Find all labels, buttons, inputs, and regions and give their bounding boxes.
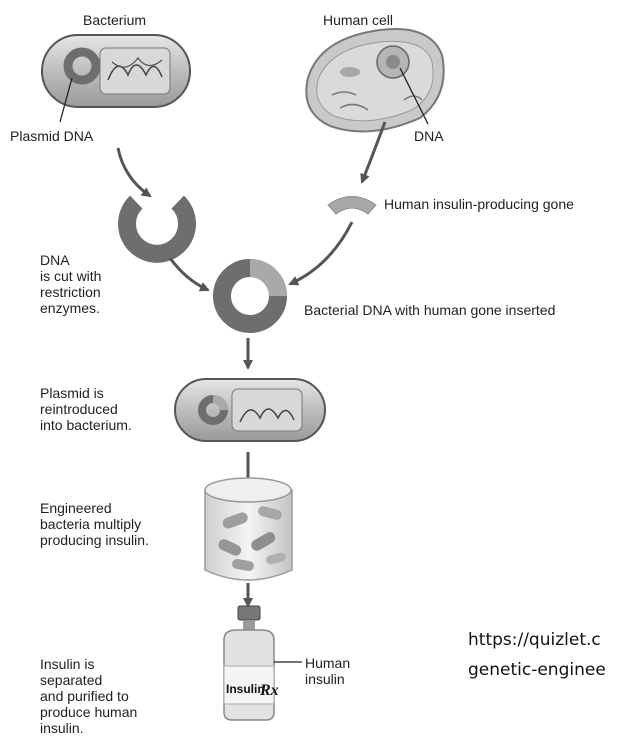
source-url-line-1: https://quizlet.c [468,630,601,650]
source-url-line-2: genetic-enginee [468,660,606,680]
insulin-gene-label: Human insulin-producing gone [384,196,574,212]
human-cell-illustration [306,29,443,131]
insulin-vial-illustration [224,606,274,720]
purification-step-label: Insulin is separated and purified to pro… [40,656,137,736]
arrow-cut-to-recombinant [170,258,208,290]
engineered-bacterium-illustration [175,379,325,441]
restriction-enzyme-step-label: DNA is cut with restriction enzymes. [40,252,101,316]
bacterium-label: Bacterium [83,12,146,28]
recombinant-plasmid-icon [222,268,278,324]
vial-label-text: Insulin [226,682,265,696]
multiplication-step-label: Engineered bacteria multiply producing i… [40,500,149,548]
reintroduction-step-label: Plasmid is reintroduced into bacterium. [40,385,132,433]
human-cell-label: Human cell [323,12,393,28]
recombinant-dna-label: Bacterial DNA with human gone inserted [304,302,555,318]
insulin-gene-fragment-icon [328,197,376,215]
dna-label: DNA [414,128,444,144]
arrow-plasmid-to-cut [118,148,150,196]
plasmid-dna-label: Plasmid DNA [10,128,93,144]
human-insulin-label: Human insulin [305,655,350,687]
culture-vessel-illustration [205,478,292,580]
vial-rx-text: Rx [259,682,279,699]
cut-plasmid-icon [127,202,187,254]
arrow-gene-to-recombinant [290,222,352,284]
